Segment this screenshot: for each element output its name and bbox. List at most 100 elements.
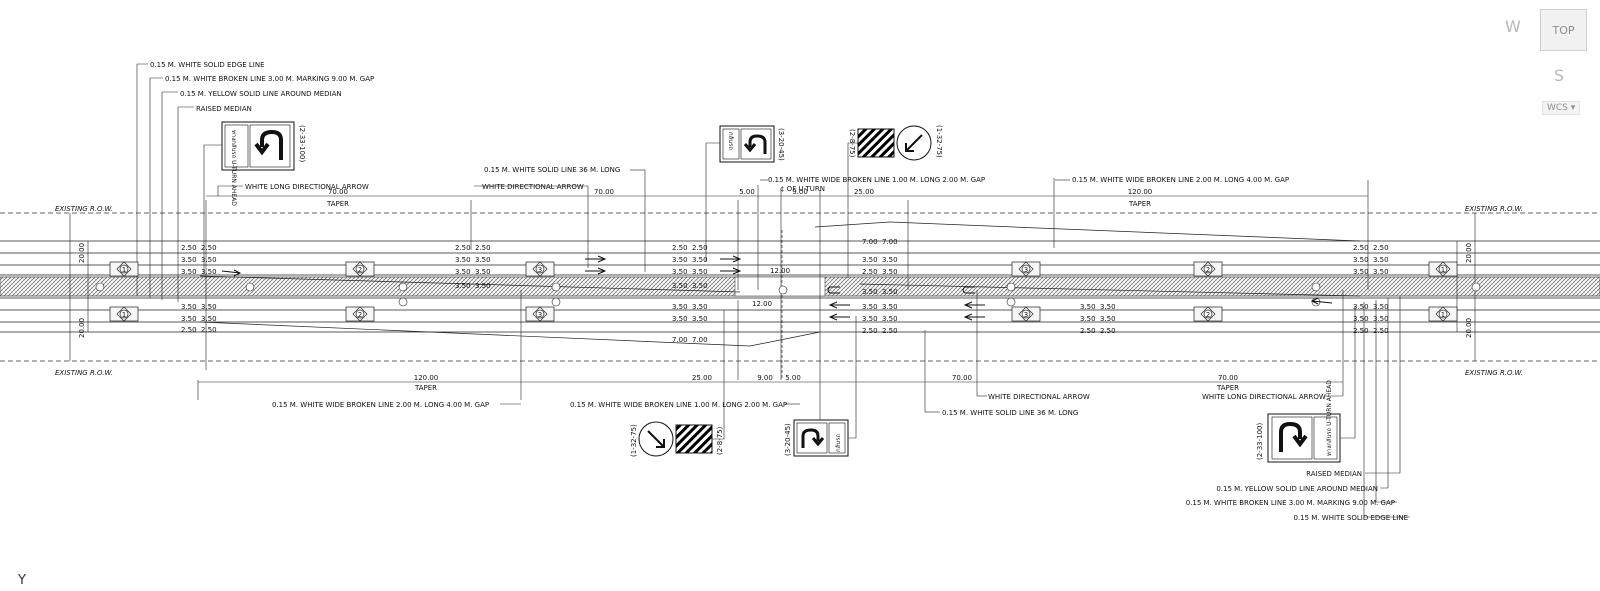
svg-text:TAPER: TAPER — [1128, 200, 1151, 208]
svg-text:3.50: 3.50 — [1080, 315, 1096, 323]
svg-text:2: 2 — [358, 266, 362, 274]
svg-text:TAPER: TAPER — [1216, 384, 1239, 392]
svg-text:3.50: 3.50 — [692, 268, 708, 276]
svg-text:0.15 M. WHITE SOLID EDGE LINE: 0.15 M. WHITE SOLID EDGE LINE — [150, 61, 265, 69]
svg-text:3.50: 3.50 — [201, 256, 217, 264]
svg-text:3: 3 — [538, 311, 542, 319]
svg-text:3.50: 3.50 — [692, 303, 708, 311]
svg-text:0.15 M. WHITE WIDE BROKEN LINE: 0.15 M. WHITE WIDE BROKEN LINE 1.00 M. L… — [570, 401, 787, 409]
svg-text:3.50: 3.50 — [181, 256, 197, 264]
viewcube-top-button[interactable]: TOP — [1540, 9, 1587, 51]
svg-text:3.50: 3.50 — [201, 303, 217, 311]
svg-text:1: 1 — [122, 311, 126, 319]
svg-text:3.50: 3.50 — [672, 268, 688, 276]
svg-text:7.00: 7.00 — [692, 336, 708, 344]
svg-text:3.50: 3.50 — [882, 256, 898, 264]
svg-text:25.00: 25.00 — [692, 374, 712, 382]
svg-text:2.50: 2.50 — [1100, 327, 1116, 335]
svg-text:3.50: 3.50 — [475, 256, 491, 264]
sign-hazard-lower: (2-8-75) (1-32-75) — [630, 421, 724, 457]
svg-text:2.50: 2.50 — [862, 327, 878, 335]
svg-text:12.00: 12.00 — [770, 267, 790, 275]
svg-text:WHITE DIRECTIONAL ARROW: WHITE DIRECTIONAL ARROW — [988, 393, 1090, 401]
svg-text:3: 3 — [1024, 266, 1028, 274]
svg-text:2.50: 2.50 — [181, 244, 197, 252]
svg-text:9.00: 9.00 — [792, 188, 808, 196]
svg-text:EXISTING R.O.W.: EXISTING R.O.W. — [55, 369, 113, 377]
svg-text:20.00: 20.00 — [1465, 318, 1473, 338]
svg-text:3.50: 3.50 — [882, 315, 898, 323]
svg-text:120.00: 120.00 — [414, 374, 439, 382]
svg-text:2.50: 2.50 — [201, 326, 217, 334]
svg-text:(1-32-75): (1-32-75) — [935, 125, 943, 158]
svg-text:3.50: 3.50 — [862, 315, 878, 323]
svg-text:ทางกลับรถ U-TURN AHEAD: ทางกลับรถ U-TURN AHEAD — [1326, 380, 1333, 456]
svg-text:3.50: 3.50 — [692, 256, 708, 264]
svg-text:2.50: 2.50 — [672, 244, 688, 252]
svg-text:2.50: 2.50 — [1080, 327, 1096, 335]
svg-text:3.50: 3.50 — [862, 303, 878, 311]
svg-text:3.50: 3.50 — [455, 256, 471, 264]
svg-text:3.50: 3.50 — [1080, 303, 1096, 311]
svg-text:20.00: 20.00 — [78, 243, 86, 263]
svg-text:3.50: 3.50 — [201, 268, 217, 276]
svg-text:7.00: 7.00 — [672, 336, 688, 344]
svg-text:0.15 M. WHITE BROKEN LINE 3.0: 0.15 M. WHITE BROKEN LINE 3.00 M. MARKIN… — [165, 75, 374, 83]
svg-text:5.00: 5.00 — [739, 188, 755, 196]
leader-lines — [69, 63, 1476, 518]
wcs-dropdown[interactable]: WCS ▾ — [1542, 101, 1581, 115]
viewcube-west-label[interactable]: W — [1505, 17, 1521, 36]
svg-text:3.50: 3.50 — [1100, 303, 1116, 311]
svg-text:2.50: 2.50 — [181, 326, 197, 334]
svg-text:0.15 M. YELLOW SOLID LINE AROU: 0.15 M. YELLOW SOLID LINE AROUND MEDIAN — [180, 90, 342, 98]
svg-text:0.15 M. WHITE WIDE BROKEN LINE: 0.15 M. WHITE WIDE BROKEN LINE 2.00 M. L… — [1072, 176, 1289, 184]
label-leaders — [203, 142, 1356, 440]
svg-text:2: 2 — [1206, 311, 1210, 319]
svg-text:2: 2 — [358, 311, 362, 319]
svg-text:3.50: 3.50 — [882, 268, 898, 276]
viewcube-south-label[interactable]: S — [1554, 66, 1565, 85]
svg-text:3.50: 3.50 — [181, 315, 197, 323]
svg-text:TAPER: TAPER — [414, 384, 437, 392]
svg-text:3: 3 — [1024, 311, 1028, 319]
row-offsets: 20.00 20.00 20.00 20.00 — [78, 243, 1473, 338]
svg-text:0.15 M. WHITE BROKEN LINE 3.0: 0.15 M. WHITE BROKEN LINE 3.00 M. MARKIN… — [1186, 499, 1395, 507]
svg-text:3.50: 3.50 — [1373, 256, 1389, 264]
svg-text:3.50: 3.50 — [201, 315, 217, 323]
notes-bottom: 0.15 M. WHITE WIDE BROKEN LINE 2.00 M. L… — [272, 393, 1326, 417]
svg-text:¢ OF U-TURN: ¢ OF U-TURN — [780, 185, 825, 193]
svg-text:25.00: 25.00 — [854, 188, 874, 196]
svg-text:9.00: 9.00 — [757, 374, 773, 382]
svg-text:3.50: 3.50 — [882, 303, 898, 311]
svg-text:0.15 M. WHITE SOLID LINE 36 M.: 0.15 M. WHITE SOLID LINE 36 M. LONG — [484, 166, 620, 174]
svg-text:70.00: 70.00 — [328, 188, 348, 196]
uturn-opening — [734, 276, 826, 297]
svg-text:3.50: 3.50 — [692, 282, 708, 290]
svg-text:2.50: 2.50 — [475, 244, 491, 252]
svg-text:20.00: 20.00 — [78, 318, 86, 338]
svg-text:RAISED MEDIAN: RAISED MEDIAN — [1306, 470, 1362, 478]
svg-text:(3-20-45): (3-20-45) — [777, 128, 785, 161]
svg-text:12.00: 12.00 — [752, 300, 772, 308]
svg-text:120.00: 120.00 — [1128, 188, 1153, 196]
svg-text:3.50: 3.50 — [692, 315, 708, 323]
sign-hazard-upper: (2-8-75) (1-32-75) — [848, 125, 943, 161]
lane-width-labels: 2.50 2.50 3.50 3.50 3.50 3.50 3.50 3.50 3.50… — [181, 238, 1389, 344]
svg-text:5.00: 5.00 — [785, 374, 801, 382]
svg-text:3.50: 3.50 — [455, 282, 471, 290]
svg-text:3.50: 3.50 — [862, 288, 878, 296]
svg-text:3.50: 3.50 — [475, 268, 491, 276]
svg-text:2.50: 2.50 — [1373, 244, 1389, 252]
svg-text:1: 1 — [1441, 311, 1445, 319]
median-reflectors — [95, 282, 1481, 307]
svg-text:(3-20-45): (3-20-45) — [784, 423, 792, 456]
svg-text:3.50: 3.50 — [1353, 303, 1369, 311]
row-lines — [0, 212, 1600, 362]
svg-text:2.50: 2.50 — [882, 327, 898, 335]
svg-text:2.50: 2.50 — [201, 244, 217, 252]
road-arrows — [221, 255, 1333, 321]
dimension-lines — [198, 195, 1368, 383]
svg-text:3.50: 3.50 — [455, 268, 471, 276]
svg-text:0.15 M. YELLOW SOLID LINE AROU: 0.15 M. YELLOW SOLID LINE AROUND MEDIAN — [1216, 485, 1378, 493]
